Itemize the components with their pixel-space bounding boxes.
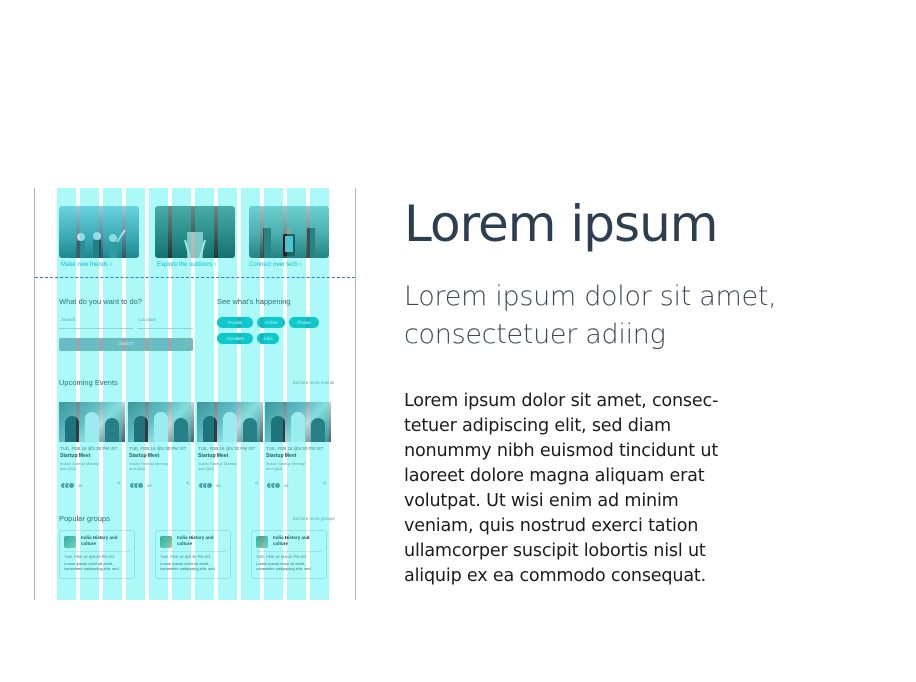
group-date: TUE, FEB 18 @5:30 PM IST bbox=[160, 554, 211, 559]
group-date: TUE, FEB 18 @5:30 PM IST bbox=[256, 554, 307, 559]
attendee-avatars bbox=[266, 482, 281, 489]
attendee-count: 45 bbox=[147, 483, 152, 488]
group-card[interactable]: India History and culture TUE, FEB 18 @5… bbox=[59, 530, 135, 579]
group-icon bbox=[256, 536, 268, 548]
group-name: India History and culture bbox=[177, 535, 214, 546]
explore-more-events-link[interactable]: Explore more events bbox=[293, 380, 335, 385]
event-date: TUE, FEB 18 @5:30 PM IST bbox=[60, 446, 118, 451]
group-icon bbox=[160, 536, 172, 548]
group-card[interactable]: India History and culture TUE, FEB 18 @5… bbox=[251, 530, 327, 579]
attendee-avatars bbox=[129, 482, 144, 489]
event-name: Startup Meet bbox=[198, 453, 229, 459]
attendee-count: 45 bbox=[78, 483, 83, 488]
attendee-count: 45 bbox=[216, 483, 221, 488]
event-card[interactable]: TUE, FEB 18 @5:30 PM IST Startup Meet In… bbox=[265, 402, 331, 494]
location-input[interactable]: Location bbox=[137, 314, 193, 329]
hero-link-tech[interactable]: Connect over tech › bbox=[249, 262, 302, 268]
event-card[interactable]: TUE, FEB 18 @5:30 PM IST Startup Meet In… bbox=[59, 402, 125, 494]
search-button[interactable]: Search bbox=[59, 338, 193, 351]
attendee-count: 45 bbox=[284, 483, 289, 488]
group-name: India History and culture bbox=[81, 535, 118, 546]
event-organizer: Indian Startup Meetup and Q&A bbox=[129, 461, 169, 471]
search-input[interactable]: Search bbox=[59, 314, 133, 329]
event-name: Startup Meet bbox=[266, 453, 297, 459]
event-date: TUE, FEB 18 @5:30 PM IST bbox=[266, 446, 324, 451]
share-icon[interactable]: < bbox=[255, 481, 259, 487]
share-icon[interactable]: < bbox=[117, 481, 121, 487]
hero-link-friends[interactable]: Make new friends › bbox=[61, 262, 112, 268]
explore-more-groups-link[interactable]: Explore more groups bbox=[293, 516, 335, 521]
event-name: Startup Meet bbox=[60, 453, 91, 459]
popular-groups-title: Popular groups bbox=[59, 514, 110, 523]
attendee-avatars bbox=[198, 482, 213, 489]
attendee-avatars bbox=[60, 482, 75, 489]
fold-guide-line bbox=[35, 277, 355, 278]
share-icon[interactable]: < bbox=[186, 481, 190, 487]
slide-body-text: Lorem ipsum dolor sit amet, consec- tetu… bbox=[404, 391, 719, 586]
event-image bbox=[265, 402, 331, 442]
hero-image-tech[interactable] bbox=[249, 206, 329, 258]
event-name: Startup Meet bbox=[129, 453, 160, 459]
event-date: TUE, FEB 18 @5:30 PM IST bbox=[198, 446, 256, 451]
group-description: Lorem ipsum dolor sit amet, consetetur s… bbox=[64, 561, 119, 571]
hero-image-outdoors[interactable] bbox=[155, 206, 235, 258]
event-image bbox=[128, 402, 194, 442]
event-image bbox=[197, 402, 263, 442]
pill-activities[interactable]: Activities bbox=[217, 333, 253, 344]
group-description: Lorem ipsum dolor sit amet, consetetur s… bbox=[160, 561, 215, 571]
upcoming-events-title: Upcoming Events bbox=[59, 378, 118, 387]
group-name: India History and culture bbox=[273, 535, 310, 546]
share-icon[interactable]: < bbox=[323, 481, 327, 487]
hero-image-friends[interactable] bbox=[59, 206, 139, 258]
group-icon bbox=[64, 536, 76, 548]
group-date: TUE, FEB 18 @5:30 PM IST bbox=[64, 554, 115, 559]
group-description: Lorem ipsum dolor sit amet, consetetur s… bbox=[256, 561, 311, 571]
group-card[interactable]: India History and culture TUE, FEB 18 @5… bbox=[155, 530, 231, 579]
pill-jobs[interactable]: Jobs bbox=[257, 333, 279, 344]
wireframe-mockup: Make new friends › Explore the outdoors … bbox=[34, 188, 356, 600]
event-organizer: Indian Startup Meetup and Q&A bbox=[198, 461, 238, 471]
hero-link-outdoors[interactable]: Explore the outdoors › bbox=[157, 262, 217, 268]
event-organizer: Indian Startup Meetup and Q&A bbox=[266, 461, 306, 471]
event-card[interactable]: TUE, FEB 18 @5:30 PM IST Startup Meet In… bbox=[128, 402, 194, 494]
event-organizer: Indian Startup Meetup and Q&A bbox=[60, 461, 100, 471]
pill-places[interactable]: Places bbox=[289, 317, 319, 328]
event-card[interactable]: TUE, FEB 18 @5:30 PM IST Startup Meet In… bbox=[197, 402, 263, 494]
search-section-title: What do you want to do? bbox=[59, 297, 142, 306]
pill-events[interactable]: Events bbox=[217, 317, 253, 328]
event-date: TUE, FEB 18 @5:30 PM IST bbox=[129, 446, 187, 451]
slide-subtitle: Lorem ipsum dolor sit amet, consectetuer… bbox=[404, 281, 777, 350]
pill-online[interactable]: Online bbox=[257, 317, 285, 328]
slide-title: Lorem ipsum bbox=[404, 195, 718, 253]
event-image bbox=[59, 402, 125, 442]
happening-section-title: See what's happening bbox=[217, 297, 291, 306]
